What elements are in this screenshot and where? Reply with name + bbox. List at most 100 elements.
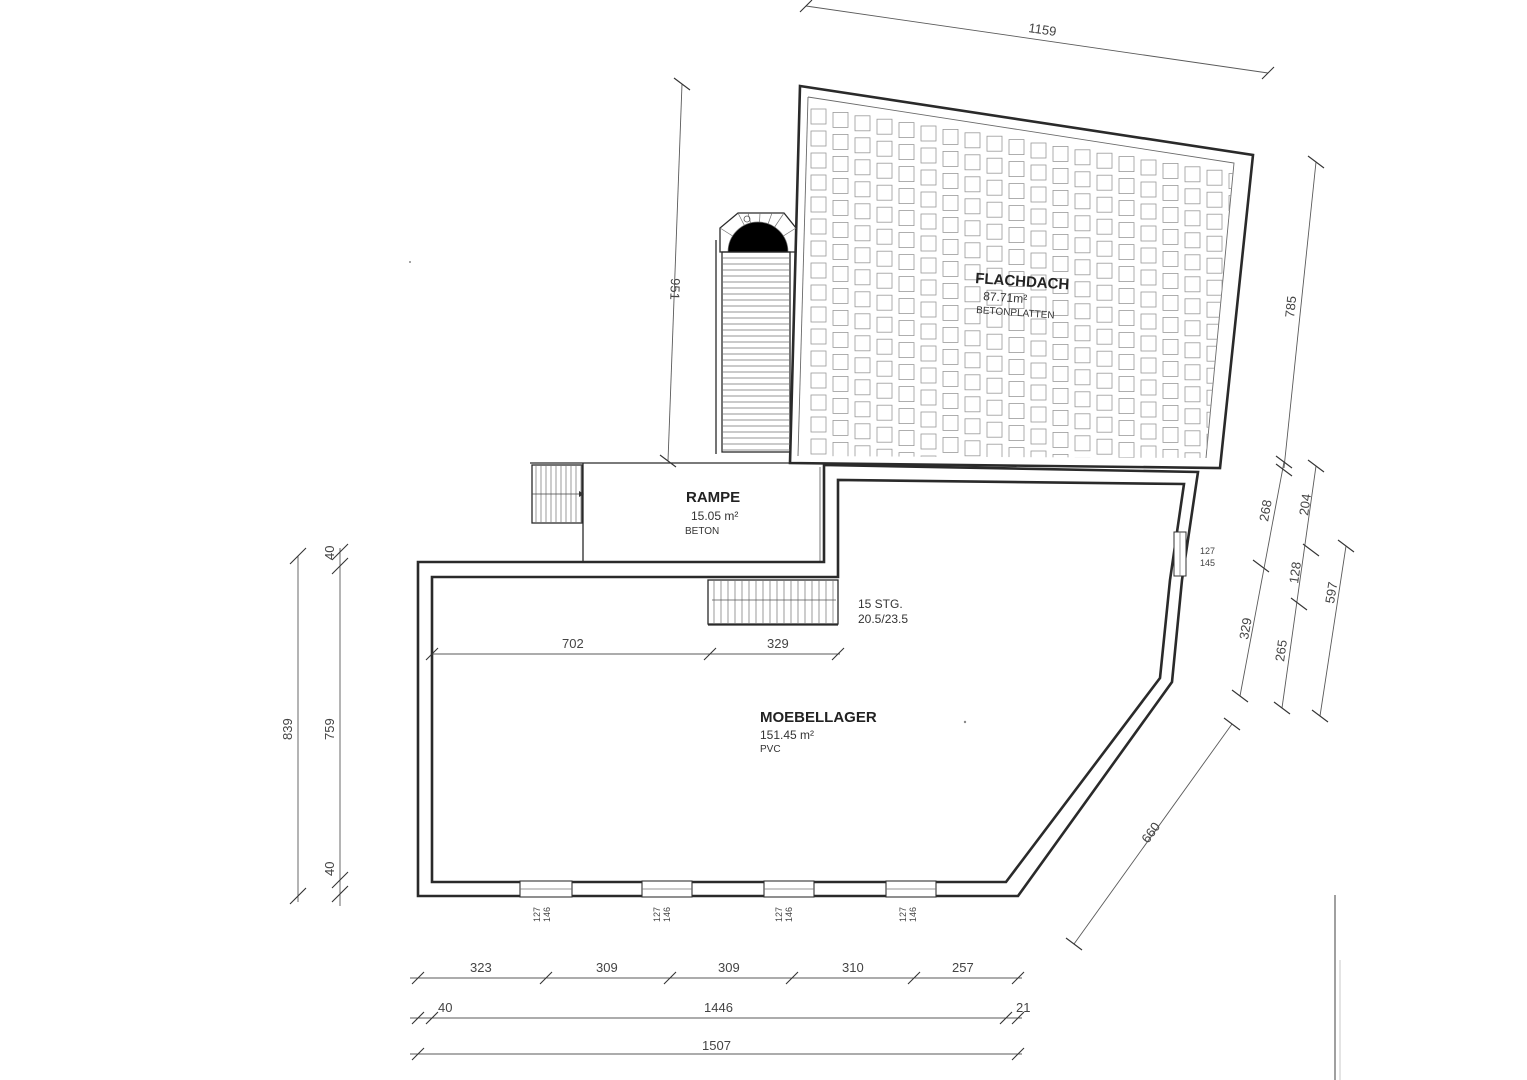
roof-tile [1096,196,1113,213]
roof-tile [1096,174,1113,191]
roof-tile [832,155,849,172]
roof-tile [1184,386,1201,403]
roof-tile [854,291,871,308]
dim-left-40-bottom: 40 [322,862,337,876]
roof-tile [920,367,937,384]
roof-tile [854,313,871,330]
rampe-area [418,462,821,563]
roof-tile [942,392,959,409]
window-4-width: 127 [898,907,908,922]
spiral-staircase [719,212,797,253]
roof-tile [1228,393,1234,410]
window-3-width: 127 [774,907,784,922]
roof-tile [1075,502,1090,517]
roof-tile [1184,430,1201,447]
roof-tile [1031,473,1046,488]
roof-tile [1228,437,1234,454]
roof-tile [1052,211,1069,228]
roof-tile [1141,490,1156,505]
roof-tile [810,306,827,323]
roof-tile [1074,303,1091,320]
roof-tile [986,223,1003,240]
roof-tile [854,115,871,132]
roof-tile [1096,328,1113,345]
roof-tile [1008,183,1025,200]
roof-tile [810,196,827,213]
roof-tile [1008,161,1025,178]
roof-tile [898,276,915,293]
window-labels: 127 145 127 146 127 146 127 146 127 146 [532,546,1215,922]
roof-tile [1096,372,1113,389]
roof-tile [898,166,915,183]
window-4-height: 146 [908,907,918,922]
roof-tile [876,250,893,267]
roof-tile [832,177,849,194]
roof-tile [1030,362,1047,379]
roof-tile [986,135,1003,152]
roof-tile [1008,381,1025,398]
roof-tile-grid [810,108,1234,517]
roof-tile [1074,281,1091,298]
roof-tile [1096,306,1113,323]
roof-tile [1074,171,1091,188]
roof-tile [964,286,981,303]
roof-tile [1140,357,1157,374]
roof-tile [854,423,871,440]
roof-tile [920,147,937,164]
roof-tile [1118,288,1135,305]
roof-tile [1228,195,1234,212]
roof-tile [1184,408,1201,425]
roof-tile [876,162,893,179]
dim-bottom-257: 257 [952,960,974,975]
roof-tile [832,112,849,128]
roof-tile [1096,394,1113,411]
roof-tile [942,348,959,365]
roof-tile [1162,404,1179,421]
dim-right-204: 204 [1296,493,1314,517]
roof-tile [1140,203,1157,220]
roof-tile [810,438,827,455]
roof-tile [1140,445,1157,458]
roof-tile [1206,433,1223,450]
roof-tile [1162,206,1179,223]
roof-tile [810,394,827,411]
roof-tile [1096,416,1113,433]
roof-tile [876,338,893,355]
roof-tile [1206,235,1223,252]
dim-left-40-top: 40 [322,546,337,560]
dim-interior-702: 702 [562,636,584,651]
dim-bottom-1446: 1446 [704,1000,733,1015]
dim-left-759: 759 [322,718,337,740]
window-2-width: 127 [652,907,662,922]
roof-tile [1074,237,1091,254]
roof-tile [876,294,893,311]
roof-tile [920,235,937,252]
dim-interior-329: 329 [767,636,789,651]
side-window-height: 145 [1200,558,1215,568]
roof-tile [1184,320,1201,337]
roof-tile [898,386,915,403]
roof-tile [1096,218,1113,235]
roof-tile [810,174,827,191]
roof-tile [964,154,981,171]
roof-tile [1184,210,1201,227]
roof-tile [810,152,827,169]
roof-tile [1008,425,1025,442]
moebellager-name: MOEBELLAGER [760,709,877,726]
roof-tile [1030,208,1047,225]
roof-tile [832,331,849,348]
dim-right-upper: 785 [1282,295,1299,318]
roof-tile [1052,453,1069,458]
roof-tile [1140,335,1157,352]
roof-tile [1119,487,1134,502]
roof-tile [986,245,1003,262]
roof-tile [986,377,1003,394]
roof-tile [1096,262,1113,279]
roof-tile [876,426,893,443]
roof-tile [1206,389,1223,406]
roof-tile [1074,325,1091,342]
roof-tile [1140,225,1157,242]
roof-tile [920,301,937,318]
roof-tile [877,471,892,486]
roof-tile [1118,332,1135,349]
